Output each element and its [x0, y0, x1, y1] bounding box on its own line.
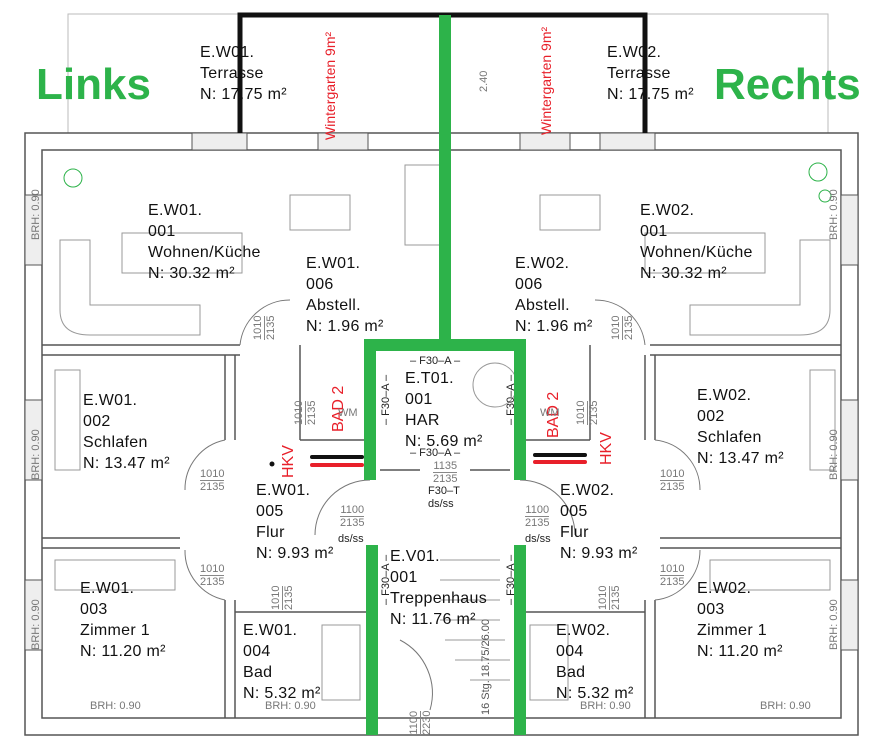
hkv-left-label: HKV: [280, 445, 297, 478]
f30t-label: F30–T: [428, 485, 460, 497]
wintergarten-right-label: Wintergarten 9m²: [538, 26, 554, 135]
f30a-bottom: – F30–A –: [410, 447, 461, 459]
windows: [24, 132, 859, 651]
f30a-left: – F30–A –: [380, 374, 392, 425]
label-right: Rechts: [714, 60, 861, 109]
hkv-right-label: HKV: [598, 432, 615, 465]
f30a-stair-left: – F30–A –: [380, 554, 392, 605]
brh-9: BRH: 0.90: [580, 700, 631, 712]
unit-separation-line: [364, 15, 526, 735]
brh-6: BRH: 0.90: [828, 599, 840, 650]
brh-2: BRH: 0.90: [828, 189, 840, 240]
wm-right: WM: [540, 407, 560, 419]
label-left: Links: [36, 60, 151, 109]
brh-5: BRH: 0.90: [30, 599, 42, 650]
furniture: [54, 164, 836, 701]
brh-4: BRH: 0.90: [828, 429, 840, 480]
brh-3: BRH: 0.90: [30, 429, 42, 480]
dimension-top: 2.40: [478, 70, 490, 92]
brh-8: BRH: 0.90: [265, 700, 316, 712]
brh-7: BRH: 0.90: [90, 700, 141, 712]
f30a-top: – F30–A –: [410, 355, 461, 367]
wintergarten-left-label: Wintergarten 9m²: [322, 31, 338, 140]
dsss-right: ds/ss: [525, 533, 551, 545]
radiators: [310, 453, 587, 467]
brh-1: BRH: 0.90: [30, 189, 42, 240]
brh-10: BRH: 0.90: [760, 700, 811, 712]
plant-icons: [63, 162, 832, 203]
door-swings: [184, 299, 701, 711]
wm-left: WM: [338, 407, 358, 419]
dsss-left: ds/ss: [338, 533, 364, 545]
f30a-right: – F30–A –: [505, 374, 517, 425]
marker-dot: [269, 461, 275, 467]
dsss-center: ds/ss: [428, 498, 454, 510]
stairs-label: 16 Stg. 18.75/26.00: [480, 618, 492, 715]
f30a-stair-right: – F30–A –: [505, 554, 517, 605]
